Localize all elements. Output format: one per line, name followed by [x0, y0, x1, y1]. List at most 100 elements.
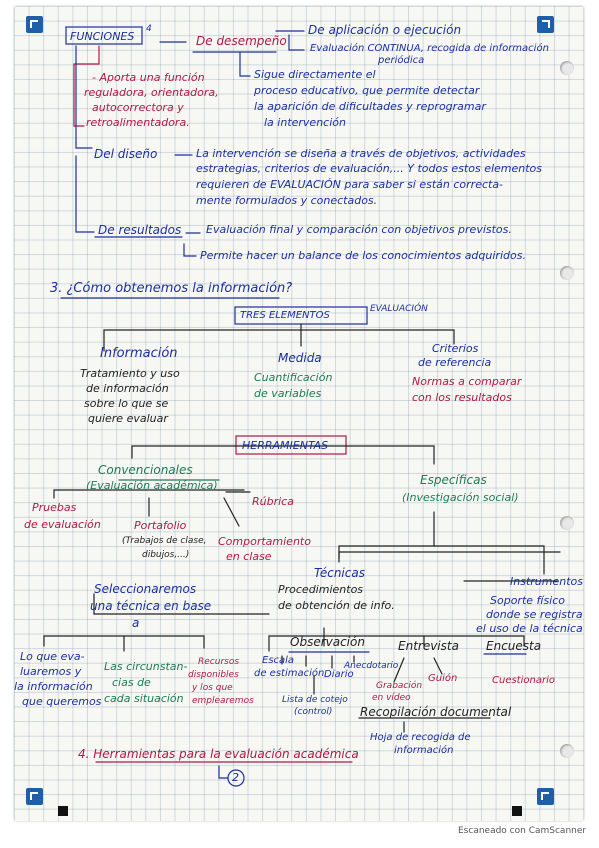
diseno-line-3: requieren de EVALUACIÓN para saber si es…: [196, 178, 504, 191]
corner-mark-bottom-left: [26, 788, 43, 805]
recursos-line-1: Recursos: [198, 657, 240, 667]
diseno-label: Del diseño: [94, 147, 158, 161]
binder-hole: [560, 516, 574, 530]
loque-line-3: la información: [14, 680, 93, 693]
diseno-line-2: estrategias, criterios de evaluación,...…: [196, 162, 543, 175]
guion-text: Guión: [428, 673, 458, 684]
resultados-label: De resultados: [98, 223, 182, 237]
recursos-line-2: disponibles: [188, 670, 239, 680]
evaluacion-label: EVALUACIÓN: [370, 304, 428, 314]
evaluacion-continua-text: Evaluación CONTINUA, recogida de informa…: [310, 43, 549, 54]
lista-line-1: Lista de cotejo: [282, 695, 348, 705]
instrumentos-heading: Instrumentos: [510, 575, 583, 588]
circunstancias-line-3: cada situación: [104, 692, 184, 705]
corner-mark-bottom-right: [537, 788, 554, 805]
diseno-line-1: La intervención se diseña a través de ob…: [196, 147, 526, 160]
cuestionario-text: Cuestionario: [492, 675, 555, 686]
tres-elementos-label: TRES ELEMENTOS: [240, 310, 330, 321]
loque-line-4: que queremos: [22, 695, 102, 708]
criterios-heading-2: de referencia: [418, 356, 492, 369]
medida-line-2: de variables: [254, 387, 322, 400]
especificas-heading: Específicas: [420, 473, 487, 487]
pruebas-line-1: Pruebas: [32, 501, 77, 514]
scanner-watermark-text: Escaneado con CamScanner: [458, 826, 587, 836]
seleccionaremos-line-2: una técnica en base: [90, 599, 212, 613]
instrumentos-line-1: Soporte físico: [490, 594, 566, 607]
informacion-line-1: Tratamiento y uso: [80, 367, 180, 380]
convencionales-sub: (Evaluación académica): [86, 479, 218, 492]
informacion-line-3: sobre lo que se: [84, 397, 169, 410]
aplicacion-text: De aplicación o ejecución: [308, 23, 462, 37]
pruebas-line-2: de evaluación: [24, 518, 101, 531]
connector-lines: [43, 26, 561, 787]
portafolio-heading: Portafolio: [134, 519, 187, 532]
escala-line-1: Escala: [262, 655, 295, 666]
circled-reference-number: 2: [232, 771, 239, 784]
sigue-line-4: la intervención: [264, 116, 346, 129]
tecnicas-line-1: Procedimientos: [278, 583, 364, 596]
resultados-line-1: Evaluación final y comparación con objet…: [206, 223, 512, 236]
circunstancias-line-1: Las circunstan-: [104, 660, 188, 673]
black-square-mark: [512, 806, 522, 816]
binder-hole: [560, 266, 574, 280]
binder-hole: [560, 61, 574, 75]
comportamiento-line-2: en clase: [226, 550, 272, 563]
sigue-line-3: la aparición de dificultades y reprogram…: [254, 100, 486, 113]
portafolio-line-2: dibujos,...): [142, 550, 190, 560]
portafolio-line-1: (Trabajos de clase,: [122, 536, 207, 546]
aporta-line-1: - Aporta una función: [92, 71, 205, 84]
especificas-sub: (Investigación social): [402, 491, 519, 504]
criterios-heading-1: Criterios: [432, 342, 479, 355]
corner-mark-top-right: [537, 16, 554, 33]
black-square-mark: [58, 806, 68, 816]
binder-hole: [560, 744, 574, 758]
informacion-line-4: quiere evaluar: [88, 412, 168, 425]
resultados-line-2: Permite hacer un balance de los conocimi…: [200, 249, 526, 262]
normas-line-2: con los resultados: [412, 391, 512, 404]
question-4-title: 4. Herramientas para la evaluación acadé…: [78, 747, 359, 761]
corner-mark-top-left: [26, 16, 43, 33]
diseno-line-4: mente formulados y conectados.: [196, 194, 378, 207]
sigue-line-1: Sigue directamente el: [254, 68, 376, 81]
instrumentos-line-2: donde se registra: [486, 608, 583, 621]
hoja-line-2: información: [394, 745, 454, 756]
medida-heading: Medida: [278, 351, 322, 365]
hoja-line-1: Hoja de recogida de: [370, 732, 471, 743]
comportamiento-line-1: Comportamiento: [218, 535, 311, 548]
normas-line-1: Normas a comparar: [412, 375, 522, 388]
entrevista-heading: Entrevista: [398, 639, 459, 653]
lista-line-2: (control): [294, 707, 333, 717]
encuesta-heading: Encuesta: [486, 639, 542, 653]
desempeno-label: De desempeño: [196, 34, 287, 48]
grabacion-line-1: Grabación: [376, 681, 423, 691]
aporta-line-3: autocorrectora y: [92, 101, 184, 114]
convencionales-heading: Convencionales: [98, 463, 193, 477]
anecdotario-text: Anecdotario: [344, 661, 399, 671]
loque-line-2: luaremos y: [20, 665, 82, 678]
tecnicas-heading: Técnicas: [314, 566, 365, 580]
question-3-title: 3. ¿Cómo obtenemos la información?: [50, 281, 293, 296]
aporta-line-2: reguladora, orientadora,: [84, 86, 219, 99]
observacion-heading: Observación: [290, 635, 365, 649]
herramientas-label: HERRAMIENTAS: [242, 439, 329, 452]
periodica-text: periódica: [378, 55, 425, 66]
grabacion-line-2: en vídeo: [372, 693, 411, 703]
recursos-line-3: y los que: [192, 683, 233, 693]
informacion-heading: Información: [100, 346, 178, 361]
instrumentos-line-3: el uso de la técnica: [476, 622, 583, 635]
tecnicas-line-2: de obtención de info.: [278, 599, 395, 612]
circunstancias-line-2: cias de: [112, 676, 151, 689]
seleccionaremos-line-3: a: [132, 616, 140, 630]
rubrica-text: Rúbrica: [252, 495, 294, 508]
superscript-note: 4: [146, 24, 152, 34]
aporta-line-4: retroalimentadora.: [86, 116, 190, 129]
recursos-line-4: emplearemos: [192, 696, 254, 706]
sigue-line-2: proceso educativo, que permite detectar: [254, 84, 480, 97]
medida-line-1: Cuantificación: [254, 371, 333, 384]
recopilacion-heading: Recopilación documental: [360, 705, 512, 719]
informacion-line-2: de información: [86, 382, 169, 395]
escala-line-2: de estimación: [254, 668, 325, 679]
seleccionaremos-line-1: Seleccionaremos: [94, 582, 197, 596]
loque-line-1: Lo que eva-: [20, 650, 85, 663]
funciones-label: FUNCIONES: [70, 30, 135, 43]
